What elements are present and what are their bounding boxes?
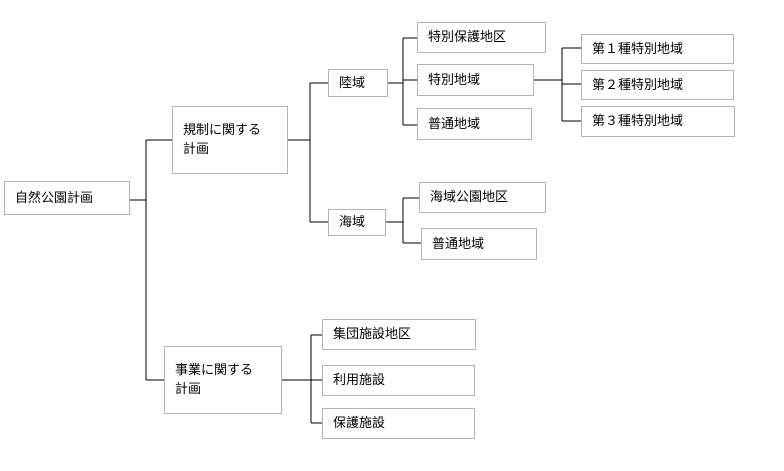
node-class2-special-area-label: 第２種特別地域 [592, 77, 684, 93]
node-class1-special-area-label: 第１種特別地域 [592, 41, 684, 57]
node-special-area-label: 特別地域 [428, 72, 481, 88]
node-sea-ordinary-area: 普通地域 [421, 228, 537, 260]
node-protection-facility: 保護施設 [322, 408, 475, 439]
node-special-protection-area-label: 特別保護地区 [428, 30, 507, 45]
node-group-facility-area: 集団施設地区 [322, 319, 476, 350]
node-land: 陸域 [328, 69, 388, 97]
node-use-facility: 利用施設 [322, 365, 475, 396]
node-class2-special-area: 第２種特別地域 [581, 70, 734, 100]
node-marine-park-area-label: 海域公園地区 [430, 190, 509, 205]
node-land-ordinary-area: 普通地域 [417, 108, 532, 140]
node-sea: 海域 [328, 209, 386, 236]
node-root: 自然公園計画 [4, 181, 130, 215]
node-land-ordinary-area-label: 普通地域 [428, 116, 481, 132]
node-marine-park-area: 海域公園地区 [419, 182, 546, 213]
node-root-label: 自然公園計画 [15, 190, 94, 206]
node-special-area: 特別地域 [417, 64, 534, 96]
node-regulation-plan: 規制に関する 計画 [172, 106, 288, 174]
node-project-plan-label: 事業に関する 計画 [175, 363, 254, 397]
node-class3-special-area-label: 第３種特別地域 [592, 114, 684, 129]
node-sea-label: 海域 [339, 215, 366, 230]
node-land-label: 陸域 [339, 75, 366, 91]
node-sea-ordinary-area-label: 普通地域 [432, 236, 485, 252]
node-use-facility-label: 利用施設 [333, 373, 386, 388]
node-regulation-plan-label: 規制に関する 計画 [183, 123, 262, 157]
node-group-facility-area-label: 集団施設地区 [333, 327, 412, 342]
node-class1-special-area: 第１種特別地域 [581, 34, 734, 64]
node-project-plan: 事業に関する 計画 [164, 346, 282, 414]
node-protection-facility-label: 保護施設 [333, 416, 386, 431]
node-class3-special-area: 第３種特別地域 [581, 106, 735, 137]
node-special-protection-area: 特別保護地区 [417, 22, 546, 53]
